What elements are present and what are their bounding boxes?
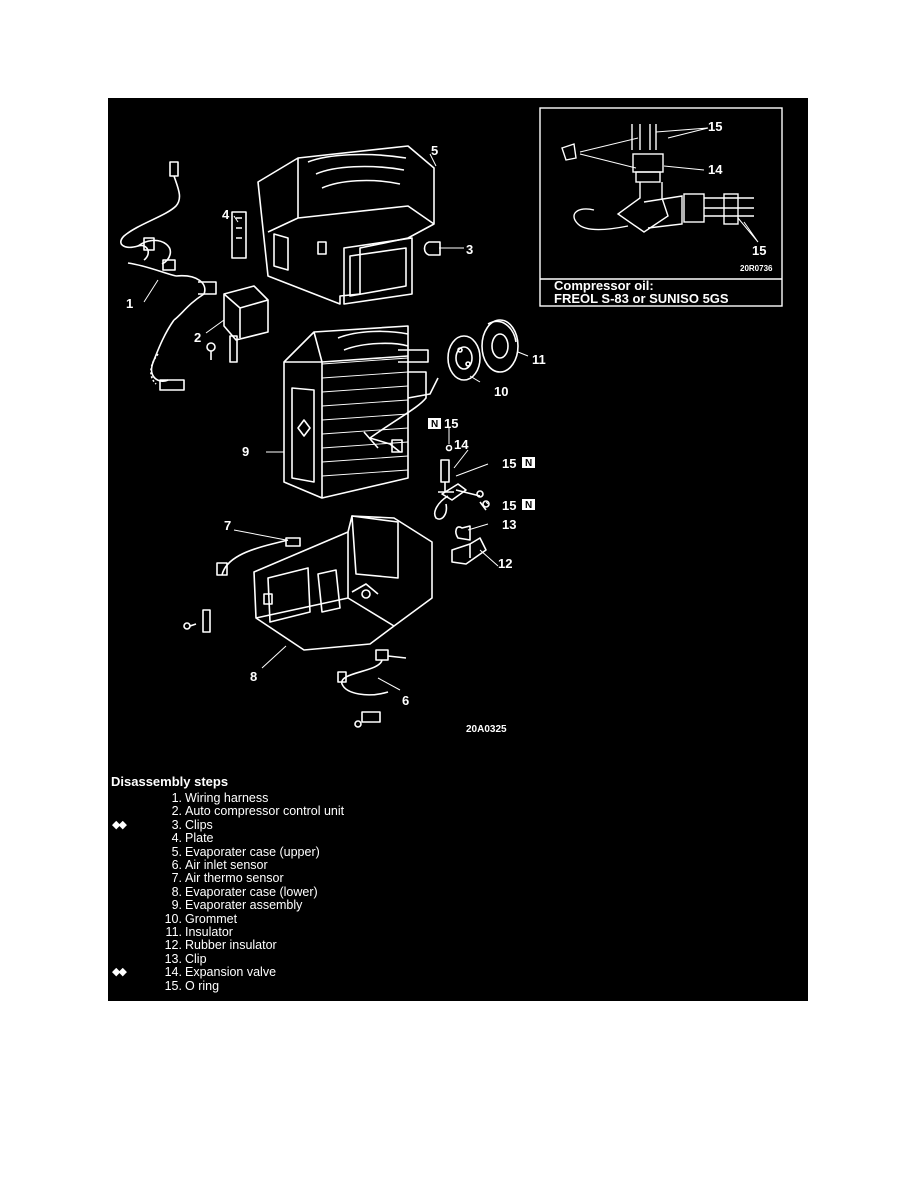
compressor-oil-note: Compressor oil: FREOL S-83 or SUNISO 5GS xyxy=(541,279,777,307)
svg-text:N: N xyxy=(525,500,532,511)
callout-13: 13 xyxy=(502,517,516,532)
step-number: 13. xyxy=(164,951,182,966)
step-name: Evaporater case (upper) xyxy=(185,844,320,859)
step-name: Air inlet sensor xyxy=(185,858,268,872)
inset-figure-code: 20R0736 xyxy=(740,264,773,273)
note-line-1: Compressor oil: xyxy=(554,278,654,293)
callout-8: 8 xyxy=(250,669,257,684)
step-number: 7. xyxy=(171,871,182,886)
step-number: 8. xyxy=(171,884,182,899)
note-line-2: FREOL S-83 or SUNISO 5GS xyxy=(554,291,729,306)
screw-drawing xyxy=(183,609,211,633)
step-name: Plate xyxy=(185,831,214,846)
clip-drawing xyxy=(455,525,471,541)
callout-11: 11 xyxy=(532,352,546,367)
rubber-insulator-drawing xyxy=(451,537,487,565)
callout-3: 3 xyxy=(466,242,473,257)
exploded-diagram: 1 2 3 4 5 6 7 8 9 10 11 12 13 14 N 15 15… xyxy=(120,107,783,735)
service-mark-icon: ◆◆ xyxy=(112,818,127,831)
step-name: Auto compressor control unit xyxy=(185,804,345,819)
inset-callout-15: 15 xyxy=(708,119,722,134)
callout-2: 2 xyxy=(194,330,201,345)
leader-lines xyxy=(143,153,529,691)
step-number: 14. xyxy=(164,965,182,980)
callout-15: 15 xyxy=(502,498,516,513)
evaporater-case-lower-drawing xyxy=(253,515,433,651)
step-number: 3. xyxy=(171,817,182,832)
inset-callout-14: 14 xyxy=(708,162,723,177)
step-number: 2. xyxy=(171,804,182,819)
step-number: 15. xyxy=(164,978,182,993)
callout-5: 5 xyxy=(431,143,438,158)
step-number: 9. xyxy=(171,898,182,913)
step-name: Clip xyxy=(185,951,207,966)
grommet-drawing xyxy=(447,335,481,381)
figure-code: 20A0325 xyxy=(466,724,507,735)
callout-15: 15 xyxy=(444,416,458,431)
step-name: O ring xyxy=(185,978,220,993)
step-number: 11. xyxy=(165,925,182,939)
step-number: 1. xyxy=(171,791,182,805)
evaporater-case-upper-drawing xyxy=(257,145,435,305)
callout-7: 7 xyxy=(224,518,231,533)
air-thermo-sensor-drawing xyxy=(216,537,301,576)
air-inlet-sensor-drawing xyxy=(337,649,407,728)
new-part-badge: N xyxy=(522,457,535,469)
expansion-valve-drawing xyxy=(433,444,490,520)
callout-10: 10 xyxy=(494,384,508,399)
step-number: 6. xyxy=(171,858,182,872)
step-name: Evaporater assembly xyxy=(185,898,303,913)
callout-9: 9 xyxy=(242,444,249,459)
step-name: Evaporater case (lower) xyxy=(185,884,318,899)
plate-drawing xyxy=(231,211,247,259)
inset-callout-15: 15 xyxy=(752,243,766,258)
step-name: Insulator xyxy=(185,925,233,939)
step-number: 10. xyxy=(164,911,182,926)
step-number: 4. xyxy=(171,831,182,846)
main-callouts: 1 2 3 4 5 6 7 8 9 10 11 12 13 14 N 15 15… xyxy=(126,143,546,735)
new-part-badge: N xyxy=(428,418,441,430)
diagram-panel: 1 2 3 4 5 6 7 8 9 10 11 12 13 14 N 15 15… xyxy=(108,98,808,1001)
step-name: Clips xyxy=(185,817,213,832)
step-name: Expansion valve xyxy=(185,965,277,980)
svg-text:N: N xyxy=(431,419,438,430)
svg-text:N: N xyxy=(525,458,532,469)
callout-15: 15 xyxy=(502,456,516,471)
insulator-drawing xyxy=(481,319,519,373)
evaporater-assembly-drawing xyxy=(283,325,439,499)
callout-4: 4 xyxy=(222,207,230,222)
step-name: Wiring harness xyxy=(185,791,269,805)
callout-1: 1 xyxy=(126,296,133,311)
step-name: Grommet xyxy=(185,911,238,926)
callout-6: 6 xyxy=(402,693,409,708)
step-number: 12. xyxy=(164,938,182,953)
wiring-harness-drawing xyxy=(120,161,217,391)
callout-12: 12 xyxy=(498,556,512,571)
inset-valve-drawing xyxy=(561,124,759,243)
service-mark-icon: ◆◆ xyxy=(112,966,127,979)
new-part-badge: N xyxy=(522,499,535,511)
step-name: Air thermo sensor xyxy=(185,871,284,886)
control-unit-drawing xyxy=(206,285,269,363)
callout-14: 14 xyxy=(454,437,469,452)
clips-drawing xyxy=(423,241,441,256)
step-number: 5. xyxy=(171,844,182,859)
step-name: Rubber insulator xyxy=(185,938,277,953)
steps-title: Disassembly steps xyxy=(111,774,229,789)
inset-box: 15 14 15 20R0736 xyxy=(539,107,783,307)
